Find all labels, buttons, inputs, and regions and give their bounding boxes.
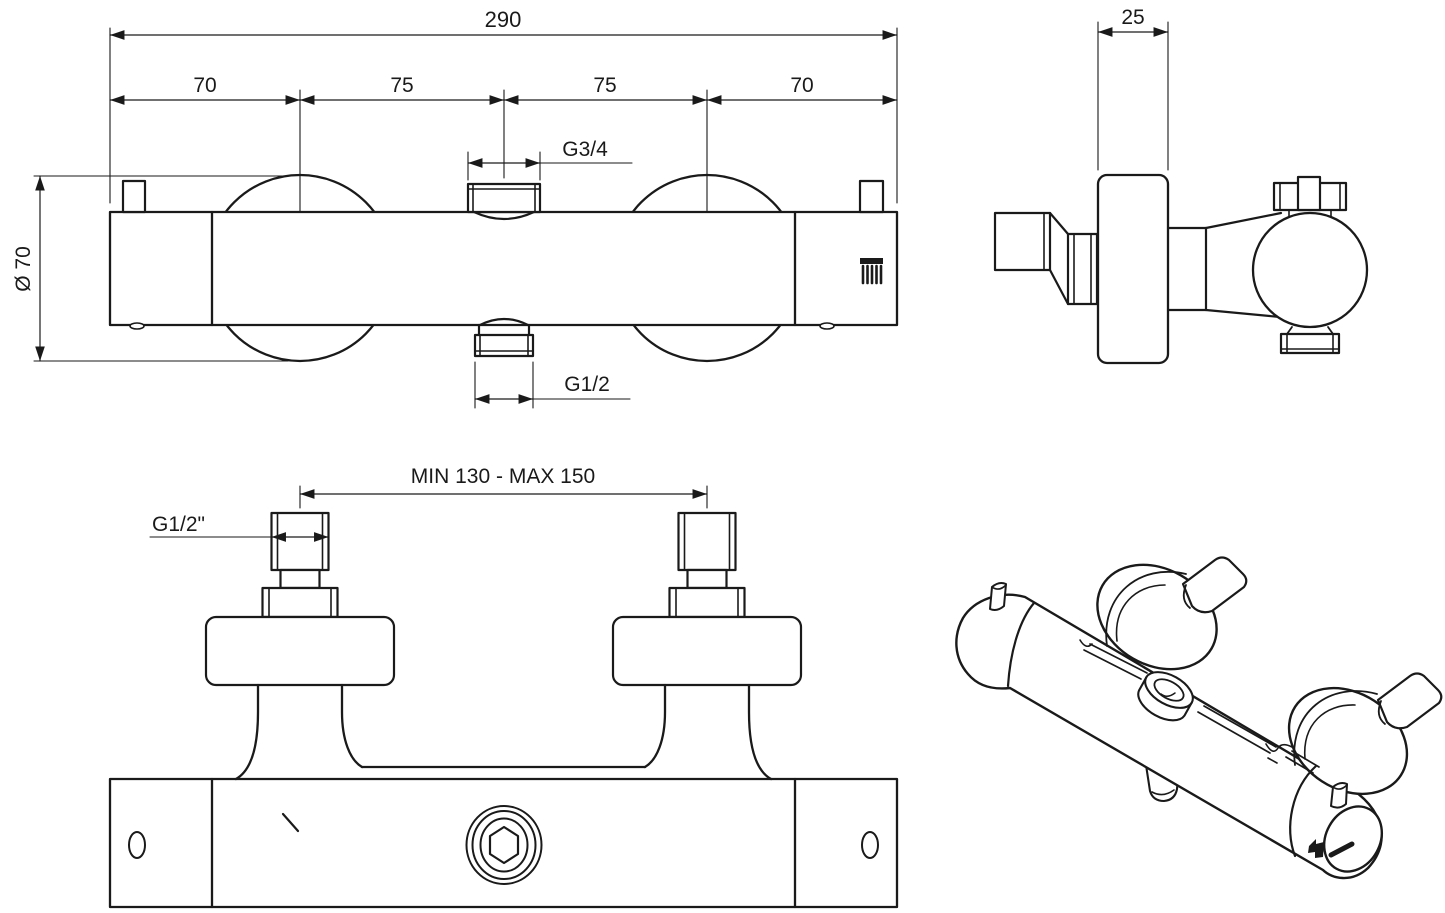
persp-left-cap-divider bbox=[1006, 601, 1036, 688]
right-pin bbox=[858, 179, 885, 214]
right-drain-hole bbox=[819, 322, 835, 330]
dim-diameter-label: Ø 70 bbox=[12, 246, 35, 292]
mixer-legs bbox=[234, 683, 773, 781]
body-taper-side bbox=[1166, 211, 1283, 319]
bottom-outlet-nut bbox=[473, 317, 535, 358]
shower-head-icon bbox=[860, 258, 883, 285]
dim-seg1-label: 70 bbox=[193, 74, 216, 97]
surface-tick bbox=[281, 812, 300, 833]
front-view: 290 70 75 75 70 G3/4 G1/2 bbox=[12, 7, 899, 409]
right-inlet-union bbox=[611, 511, 803, 687]
dim-seg4-label: 70 bbox=[790, 74, 813, 97]
dim-depth-label: 25 bbox=[1121, 6, 1144, 29]
persp-top-outlet-ring bbox=[1137, 671, 1194, 722]
top-nut-side bbox=[1272, 175, 1348, 217]
dim-depth bbox=[1097, 21, 1169, 171]
center-outlet-boss bbox=[465, 805, 543, 885]
wall-union-side bbox=[993, 211, 1099, 306]
persp-right-rosette bbox=[1265, 672, 1443, 796]
knob-side-circle bbox=[1251, 211, 1369, 329]
dim-inlet-spacing-label: MIN 130 - MAX 150 bbox=[411, 465, 595, 488]
left-inlet-union bbox=[204, 511, 396, 687]
persp-handle-face bbox=[1323, 805, 1383, 873]
dim-seg2-label: 75 bbox=[390, 74, 413, 97]
dim-bottom-outlet-label: G1/2 bbox=[564, 373, 610, 396]
left-pin bbox=[121, 179, 147, 214]
dim-overall-label: 290 bbox=[485, 7, 522, 32]
bottom-nut-side bbox=[1279, 326, 1341, 355]
dim-seg3-label: 75 bbox=[593, 74, 616, 97]
mixer-bar-bottom bbox=[108, 777, 899, 909]
wall-plate-side bbox=[1096, 173, 1170, 365]
dim-inlet-spacing bbox=[299, 485, 708, 509]
mixer-bar-body bbox=[108, 210, 899, 327]
dim-inlet-thread-label: G1/2" bbox=[152, 513, 205, 536]
dim-top-outlet-label: G3/4 bbox=[562, 138, 608, 161]
persp-left-pin bbox=[989, 582, 1007, 611]
persp-safety-button bbox=[1308, 839, 1324, 858]
left-outlet-port bbox=[128, 831, 146, 859]
left-drain-hole bbox=[129, 322, 145, 330]
top-outlet-nut bbox=[466, 182, 542, 221]
persp-right-pin bbox=[1330, 782, 1348, 809]
persp-handle-divider bbox=[1289, 764, 1318, 858]
dim-overall bbox=[109, 27, 898, 204]
perspective-view bbox=[955, 556, 1443, 880]
dim-diameter bbox=[33, 175, 289, 362]
dim-top-outlet bbox=[467, 151, 633, 181]
installation-view: MIN 130 - MAX 150 G1/2" bbox=[108, 465, 899, 909]
side-view: 25 bbox=[993, 6, 1369, 365]
persp-indicator-mark bbox=[1328, 841, 1355, 858]
persp-left-rosette bbox=[1079, 556, 1248, 671]
dim-bottom-outlet bbox=[474, 361, 631, 409]
right-outlet-port bbox=[861, 831, 879, 859]
persp-highlights bbox=[1083, 643, 1277, 754]
